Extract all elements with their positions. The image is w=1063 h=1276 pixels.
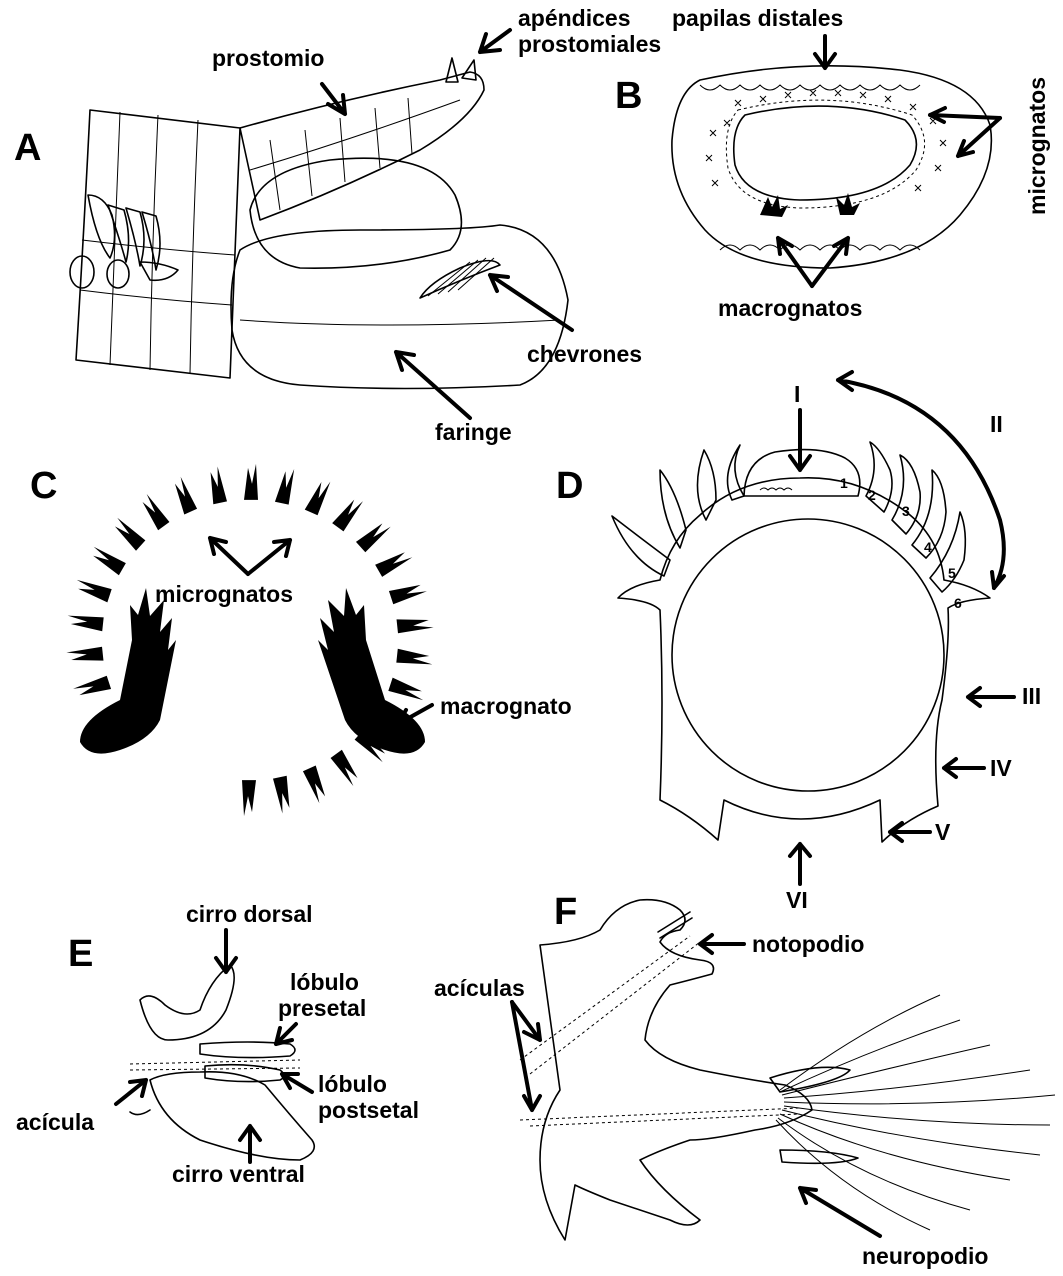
panel-d-letter: D <box>556 465 583 507</box>
label-cirro-ventral: cirro ventral <box>172 1161 305 1187</box>
prostomium-drawing <box>240 58 484 220</box>
micrognath-paragnath <box>137 493 169 530</box>
arrow-micrognatos-b-2 <box>958 118 1000 156</box>
label-faringe: faringe <box>435 419 512 445</box>
arrow-notopodio <box>700 935 744 953</box>
micrognath-paragnath <box>388 678 427 702</box>
arrow-micrognatos-b-1 <box>930 108 1000 122</box>
label-acicula: acícula <box>16 1109 94 1135</box>
area-label-ii: II <box>990 411 1003 437</box>
micrognath-paragnath <box>66 614 103 632</box>
panel-c-letter: C <box>30 465 57 507</box>
micrognath-paragnath <box>397 616 434 634</box>
micrognath-paragnath <box>73 676 112 700</box>
jaw-number-6: 6 <box>954 595 962 611</box>
arrow-micrognatos-c-1 <box>210 538 248 574</box>
panel-a-letter: A <box>14 127 41 169</box>
arrow-faringe <box>396 352 470 418</box>
panel-e: E cirro dorsal lóbulo presetal lóbulo po… <box>16 901 419 1187</box>
arrow-area-ii <box>838 372 1004 588</box>
micrognath-paragnath <box>375 547 413 577</box>
micrognath-paragnath <box>242 780 256 816</box>
micrognath-paragnath <box>73 578 112 602</box>
arrow-area-iii <box>968 688 1014 706</box>
paragnath-ring-drawing <box>66 464 434 816</box>
label-micrognatos-c: micrognatos <box>155 581 293 607</box>
label-neuropodio: neuropodio <box>862 1243 988 1269</box>
micrognath-paragnath <box>206 466 227 504</box>
area-label-vi: VI <box>786 887 808 913</box>
label-lobulo-presetal-1: lóbulo <box>290 969 359 995</box>
arrow-micrognatos-c-2 <box>248 540 290 574</box>
arrow-lobulo-presetal <box>276 1024 296 1044</box>
label-apendices-line1: apéndices <box>518 5 631 31</box>
micrognath-paragnath <box>303 766 330 805</box>
area-label-v: V <box>935 819 951 845</box>
micrognath-paragnath <box>109 516 145 550</box>
micrognath-paragnath <box>389 580 428 604</box>
arrow-area-vi <box>790 844 810 884</box>
label-macrognatos: macrognatos <box>718 295 862 321</box>
arrow-area-iv <box>944 759 984 777</box>
arrow-acicula <box>116 1080 146 1104</box>
panel-e-letter: E <box>68 933 93 975</box>
micrognath-paragnath <box>275 467 296 505</box>
label-aciculas: acículas <box>434 975 525 1001</box>
arrow-area-i <box>790 410 810 470</box>
label-papilas-distales: papilas distales <box>672 5 843 31</box>
micrognath-paragnath <box>244 464 258 500</box>
panel-c: C micrognatos macrognato <box>30 464 572 816</box>
panel-f: F notopodio acículas neuropodi <box>434 891 1055 1269</box>
pharynx-section-drawing <box>672 66 991 268</box>
panel-f-letter: F <box>554 891 577 933</box>
arrow-cirro-dorsal <box>216 930 236 972</box>
label-lobulo-postsetal-1: lóbulo <box>318 1071 387 1097</box>
micrognath-paragnath <box>331 750 363 787</box>
panel-d: D 1 2 3 4 5 6 I II III IV V <box>556 372 1041 913</box>
arrow-neuropodio <box>800 1188 880 1236</box>
label-lobulo-postsetal-2: postsetal <box>318 1097 419 1123</box>
arrow-area-v <box>890 823 930 841</box>
label-apendices-line2: prostomiales <box>518 31 661 57</box>
micrognath-paragnath <box>170 476 197 515</box>
micrognath-paragnath <box>356 518 392 552</box>
micrognath-paragnath <box>305 477 332 516</box>
arrow-papilas <box>815 36 835 68</box>
label-lobulo-presetal-2: presetal <box>278 995 366 1021</box>
label-cirro-dorsal: cirro dorsal <box>186 901 313 927</box>
arrow-lobulo-postsetal <box>282 1074 312 1092</box>
arrow-cirro-ventral <box>240 1126 260 1162</box>
area-label-iii: III <box>1022 683 1041 709</box>
micrognath-paragnath <box>66 647 103 665</box>
label-notopodio: notopodio <box>752 931 864 957</box>
micrognath-paragnath <box>396 649 433 667</box>
area-label-iv: IV <box>990 755 1012 781</box>
jaw-number-3: 3 <box>902 503 910 519</box>
macrognath-right <box>318 588 425 754</box>
micrognath-paragnath <box>332 494 364 531</box>
area-label-i: I <box>794 381 800 407</box>
macrognath-left <box>80 588 176 754</box>
arrow-apendices <box>480 30 510 52</box>
label-chevrones: chevrones <box>527 341 642 367</box>
arrow-prostomio <box>322 84 345 114</box>
micrognath-paragnath <box>273 776 294 814</box>
label-macrognato: macrognato <box>440 693 572 719</box>
jaw-number-4: 4 <box>924 539 932 555</box>
worm-body-drawing <box>70 110 240 378</box>
jaw-number-2: 2 <box>868 487 876 503</box>
label-micrognatos-b: micrognatos <box>1024 77 1050 215</box>
label-prostomio: prostomio <box>212 45 324 71</box>
panel-a: A <box>14 5 661 445</box>
jaw-number-5: 5 <box>948 565 956 581</box>
jaw-number-1: 1 <box>840 475 848 491</box>
jaw-diagram-drawing <box>612 442 990 842</box>
micrognath-paragnath <box>88 545 126 575</box>
panel-b: B papilas distales micrognatos macrognat… <box>615 5 1050 321</box>
panel-b-letter: B <box>615 75 642 117</box>
